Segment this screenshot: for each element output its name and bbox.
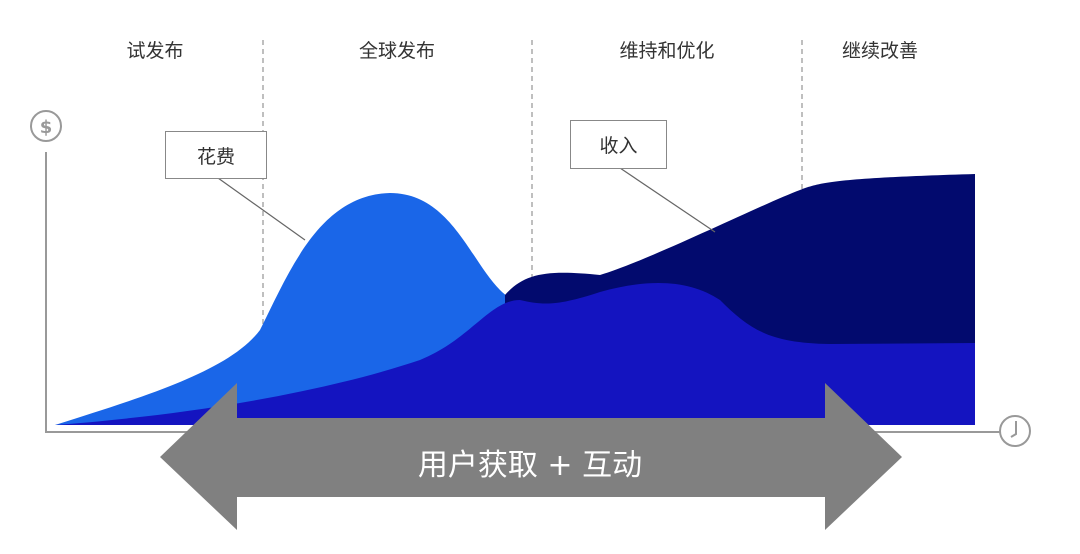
revenue-callout: 收入 [570,120,667,169]
stage-label-global: 全球发布 [358,40,436,62]
stage-label-trial: 试发布 [126,40,184,62]
dollar-icon [30,110,62,142]
dollar-sign: $ [40,117,53,138]
revenue-leader-line [619,167,716,233]
stage-label-maintain: 维持和优化 [619,40,715,62]
clock-hands [1010,421,1017,438]
stage-label-improve: 继续改善 [841,40,919,62]
clock-icon [999,415,1031,447]
double-arrow [160,383,902,530]
arrow-label: 用户获取 + 互动 [417,448,643,483]
overlap-area [55,282,975,425]
spend-leader-line [217,177,306,241]
spend-callout: 花费 [165,131,267,179]
